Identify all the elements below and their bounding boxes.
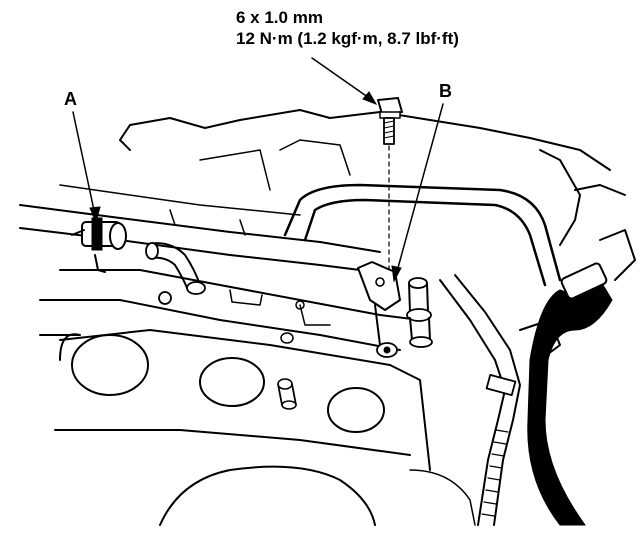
callout-b-label: B xyxy=(439,81,452,101)
leader-lines xyxy=(72,57,444,283)
bolt-size-spec: 6 x 1.0 mm xyxy=(236,8,323,27)
fuel-rail xyxy=(19,184,381,271)
pipe-stub xyxy=(406,277,433,348)
coolant-hose-upper xyxy=(283,183,562,287)
radiator-hose xyxy=(527,229,636,526)
lower-housing xyxy=(159,465,476,526)
bolt xyxy=(377,97,403,271)
quick-connect-fitting xyxy=(71,217,127,273)
manifold-ports xyxy=(39,329,431,471)
manifold-stud xyxy=(277,332,297,410)
bracket xyxy=(357,261,401,358)
engine-block-outline xyxy=(119,109,626,246)
vacuum-hose xyxy=(145,242,206,295)
callout-a-label: A xyxy=(64,89,77,109)
torque-spec: 12 N·m (1.2 kgf·m, 8.7 lbf·ft) xyxy=(236,29,459,48)
intake-manifold-flange xyxy=(39,269,421,351)
